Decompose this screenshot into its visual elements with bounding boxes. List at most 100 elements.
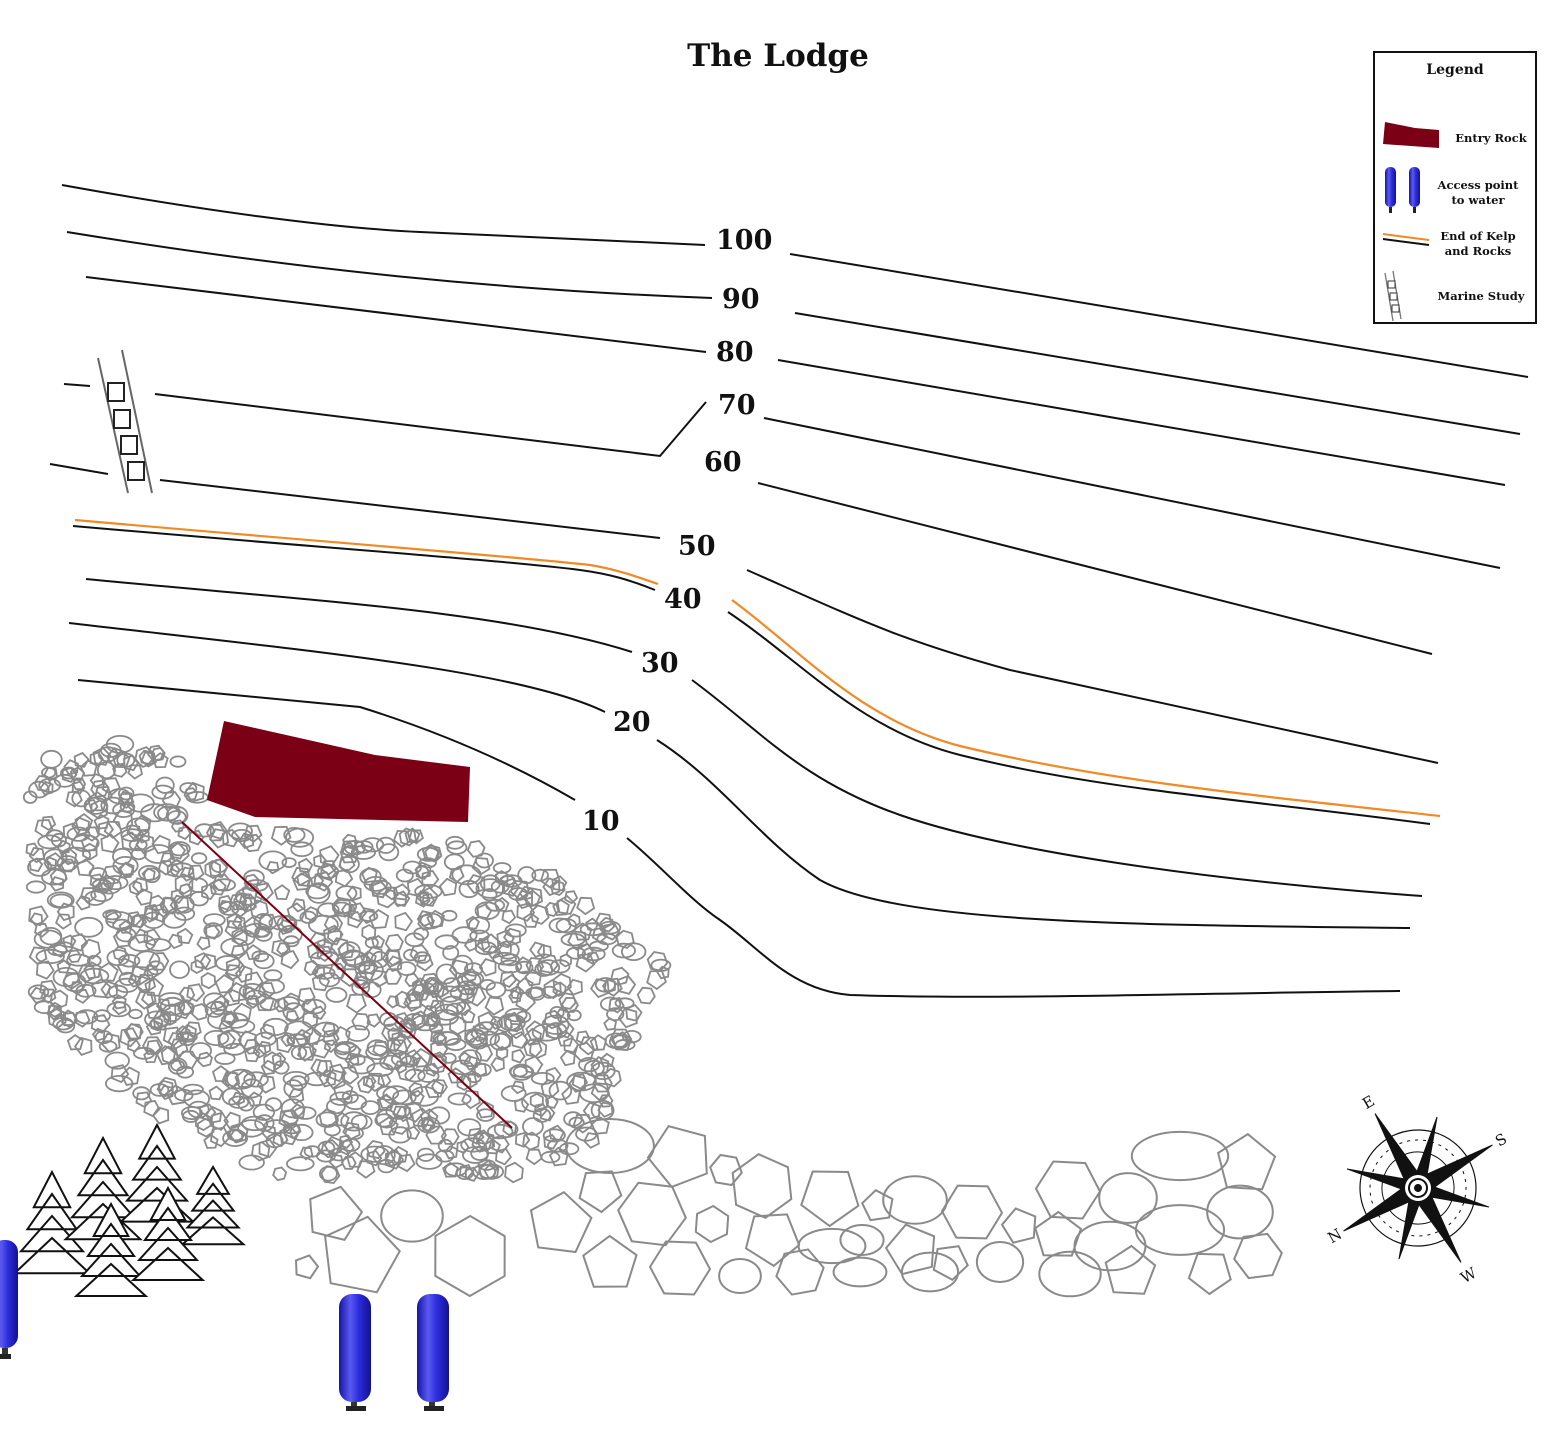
rock <box>489 1032 512 1051</box>
rock <box>508 887 529 901</box>
rock <box>226 912 243 930</box>
rock <box>93 813 110 830</box>
rock <box>384 1149 405 1170</box>
rock <box>228 1095 250 1109</box>
rock <box>281 857 297 868</box>
rock <box>536 959 561 976</box>
rock <box>53 773 76 788</box>
rock <box>609 1028 632 1048</box>
rock <box>411 1107 432 1128</box>
rock <box>119 1027 140 1048</box>
rock <box>347 1055 376 1075</box>
rock <box>178 1000 194 1017</box>
entry-rock-icon <box>1383 122 1439 148</box>
rock <box>342 950 368 968</box>
rock <box>548 1080 573 1101</box>
rock <box>377 1073 392 1088</box>
rock <box>333 898 358 914</box>
contour-70 <box>63 383 1501 569</box>
rock <box>382 1085 410 1106</box>
rock <box>514 1097 530 1113</box>
depth-label-70: 70 <box>718 390 756 421</box>
shore-rock <box>434 1214 506 1298</box>
rock <box>160 852 176 868</box>
rock <box>477 1011 497 1031</box>
rock <box>465 915 480 930</box>
rock <box>467 1072 482 1084</box>
rock <box>176 1065 195 1079</box>
rock <box>335 885 358 902</box>
rock <box>223 1111 241 1130</box>
depth-label-80: 80 <box>716 337 754 368</box>
rock <box>183 1089 211 1109</box>
rock <box>241 1115 269 1132</box>
rock <box>413 951 432 964</box>
rock <box>132 1086 151 1101</box>
rock <box>418 886 439 907</box>
rock <box>594 977 616 993</box>
rock <box>406 1125 421 1140</box>
rock <box>333 957 348 970</box>
rock <box>218 1029 242 1050</box>
rock <box>115 927 137 943</box>
rock <box>280 1098 305 1119</box>
rock <box>243 1071 269 1088</box>
rock <box>283 827 306 843</box>
rock <box>495 1147 513 1166</box>
rock <box>522 1117 544 1136</box>
rock <box>52 1017 74 1031</box>
rock <box>166 863 181 878</box>
rock <box>464 1166 480 1182</box>
rock <box>394 990 412 1009</box>
rock <box>208 828 230 849</box>
rock <box>226 981 248 1003</box>
rock <box>169 960 190 979</box>
rock <box>475 1131 496 1152</box>
rock <box>98 961 119 982</box>
rock <box>228 893 248 911</box>
rock <box>473 1063 492 1077</box>
rock <box>442 1161 459 1178</box>
rock <box>368 908 390 929</box>
rock <box>179 1023 197 1042</box>
rock <box>579 922 606 937</box>
rock <box>474 941 498 956</box>
rock <box>531 868 549 882</box>
marine-study-ladder <box>97 349 153 494</box>
rock <box>178 986 196 1002</box>
rock <box>103 875 129 891</box>
rock <box>358 961 376 975</box>
rock <box>371 934 386 949</box>
rock <box>222 1129 249 1147</box>
access-points <box>0 1240 449 1411</box>
rock <box>189 891 209 907</box>
depth-contours <box>49 184 1529 998</box>
rock <box>126 817 151 837</box>
rock <box>502 973 521 992</box>
rock <box>29 912 44 927</box>
rock <box>291 866 311 887</box>
shore-rock <box>578 1170 623 1214</box>
rock <box>313 871 334 892</box>
rock <box>625 1004 643 1022</box>
shore-rock <box>1034 1160 1102 1220</box>
rock <box>240 1078 264 1099</box>
shore-rock <box>1098 1172 1158 1224</box>
rock <box>202 913 226 927</box>
rock <box>417 1116 441 1134</box>
rock <box>303 1145 322 1158</box>
rock <box>272 1166 288 1182</box>
rock <box>253 952 275 970</box>
rock <box>209 878 227 896</box>
rock <box>92 746 112 766</box>
rock <box>536 943 552 960</box>
shore-rock <box>1206 1184 1274 1240</box>
shore-rock <box>694 1204 730 1244</box>
rock <box>143 903 161 921</box>
rock <box>132 914 148 929</box>
rock <box>512 1065 535 1079</box>
rock <box>242 916 263 935</box>
rock <box>438 877 458 897</box>
rock <box>578 1036 599 1056</box>
